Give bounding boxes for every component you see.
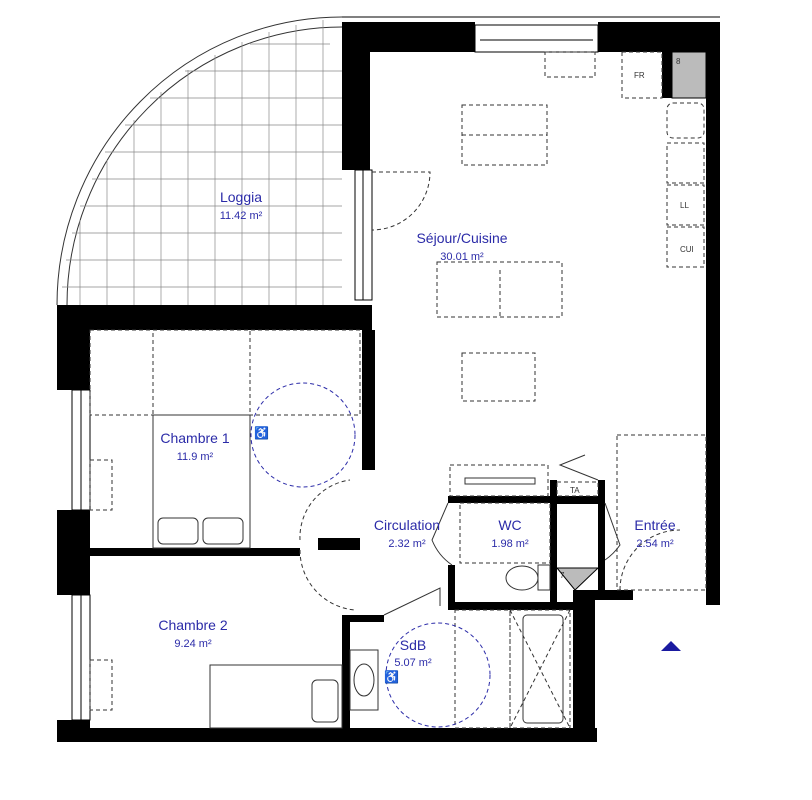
coffee-table bbox=[461, 352, 536, 402]
accessibility-icon: ♿ bbox=[384, 670, 399, 684]
room-name-chambre2: Chambre 2 bbox=[158, 617, 227, 633]
room-labels: Loggia 11.42 m² Séjour/Cuisine 30.01 m² … bbox=[158, 189, 675, 669]
accessibility-icon: ♿ bbox=[254, 426, 269, 440]
room-area-loggia: 11.42 m² bbox=[220, 210, 263, 222]
entrance-arrow-icon bbox=[661, 641, 681, 651]
room-name-sdb: SdB bbox=[400, 637, 426, 653]
dishwasher bbox=[666, 184, 705, 226]
bed-1 bbox=[152, 414, 251, 549]
furniture: FR 8 LL CUI 7 TA bbox=[89, 51, 707, 729]
cooker bbox=[666, 226, 705, 268]
kitchen-sink bbox=[666, 102, 705, 139]
bathtub bbox=[522, 614, 564, 724]
room-area-sejour: 30.01 m² bbox=[440, 251, 484, 263]
duct-wc-label: 7 bbox=[560, 571, 565, 580]
washbasin bbox=[349, 649, 379, 711]
dishwasher-label: LL bbox=[680, 201, 689, 210]
room-name-loggia: Loggia bbox=[220, 189, 262, 205]
room-name-chambre1: Chambre 1 bbox=[160, 430, 229, 446]
room-name-circulation: Circulation bbox=[374, 517, 440, 533]
cooker-label: CUI bbox=[680, 245, 694, 254]
room-name-wc: WC bbox=[498, 517, 521, 533]
storage bbox=[449, 464, 549, 497]
room-area-wc: 1.98 m² bbox=[491, 538, 529, 550]
ta-label: TA bbox=[570, 486, 580, 495]
turning-circle bbox=[250, 382, 356, 488]
windows bbox=[71, 24, 599, 721]
doors bbox=[299, 171, 681, 616]
bed-2 bbox=[209, 664, 343, 729]
room-area-circulation: 2.32 m² bbox=[388, 538, 426, 550]
duct-label: 8 bbox=[676, 57, 681, 66]
room-name-entree: Entrée bbox=[634, 517, 675, 533]
toilet bbox=[505, 565, 539, 591]
loggia-arc bbox=[56, 16, 343, 306]
fridge-label: FR bbox=[634, 71, 645, 80]
fridge bbox=[621, 51, 663, 99]
room-area-sdb: 5.07 m² bbox=[394, 657, 432, 669]
loggia bbox=[56, 16, 343, 306]
walls bbox=[57, 16, 720, 742]
room-area-entree: 2.54 m² bbox=[636, 538, 674, 550]
turning-circle bbox=[385, 622, 491, 728]
loggia-tiles bbox=[62, 20, 342, 305]
room-area-chambre2: 9.24 m² bbox=[174, 638, 212, 650]
room-area-chambre1: 11.9 m² bbox=[177, 451, 214, 463]
sofa bbox=[436, 261, 563, 318]
room-name-sejour: Séjour/Cuisine bbox=[416, 230, 507, 246]
hob bbox=[666, 142, 705, 184]
